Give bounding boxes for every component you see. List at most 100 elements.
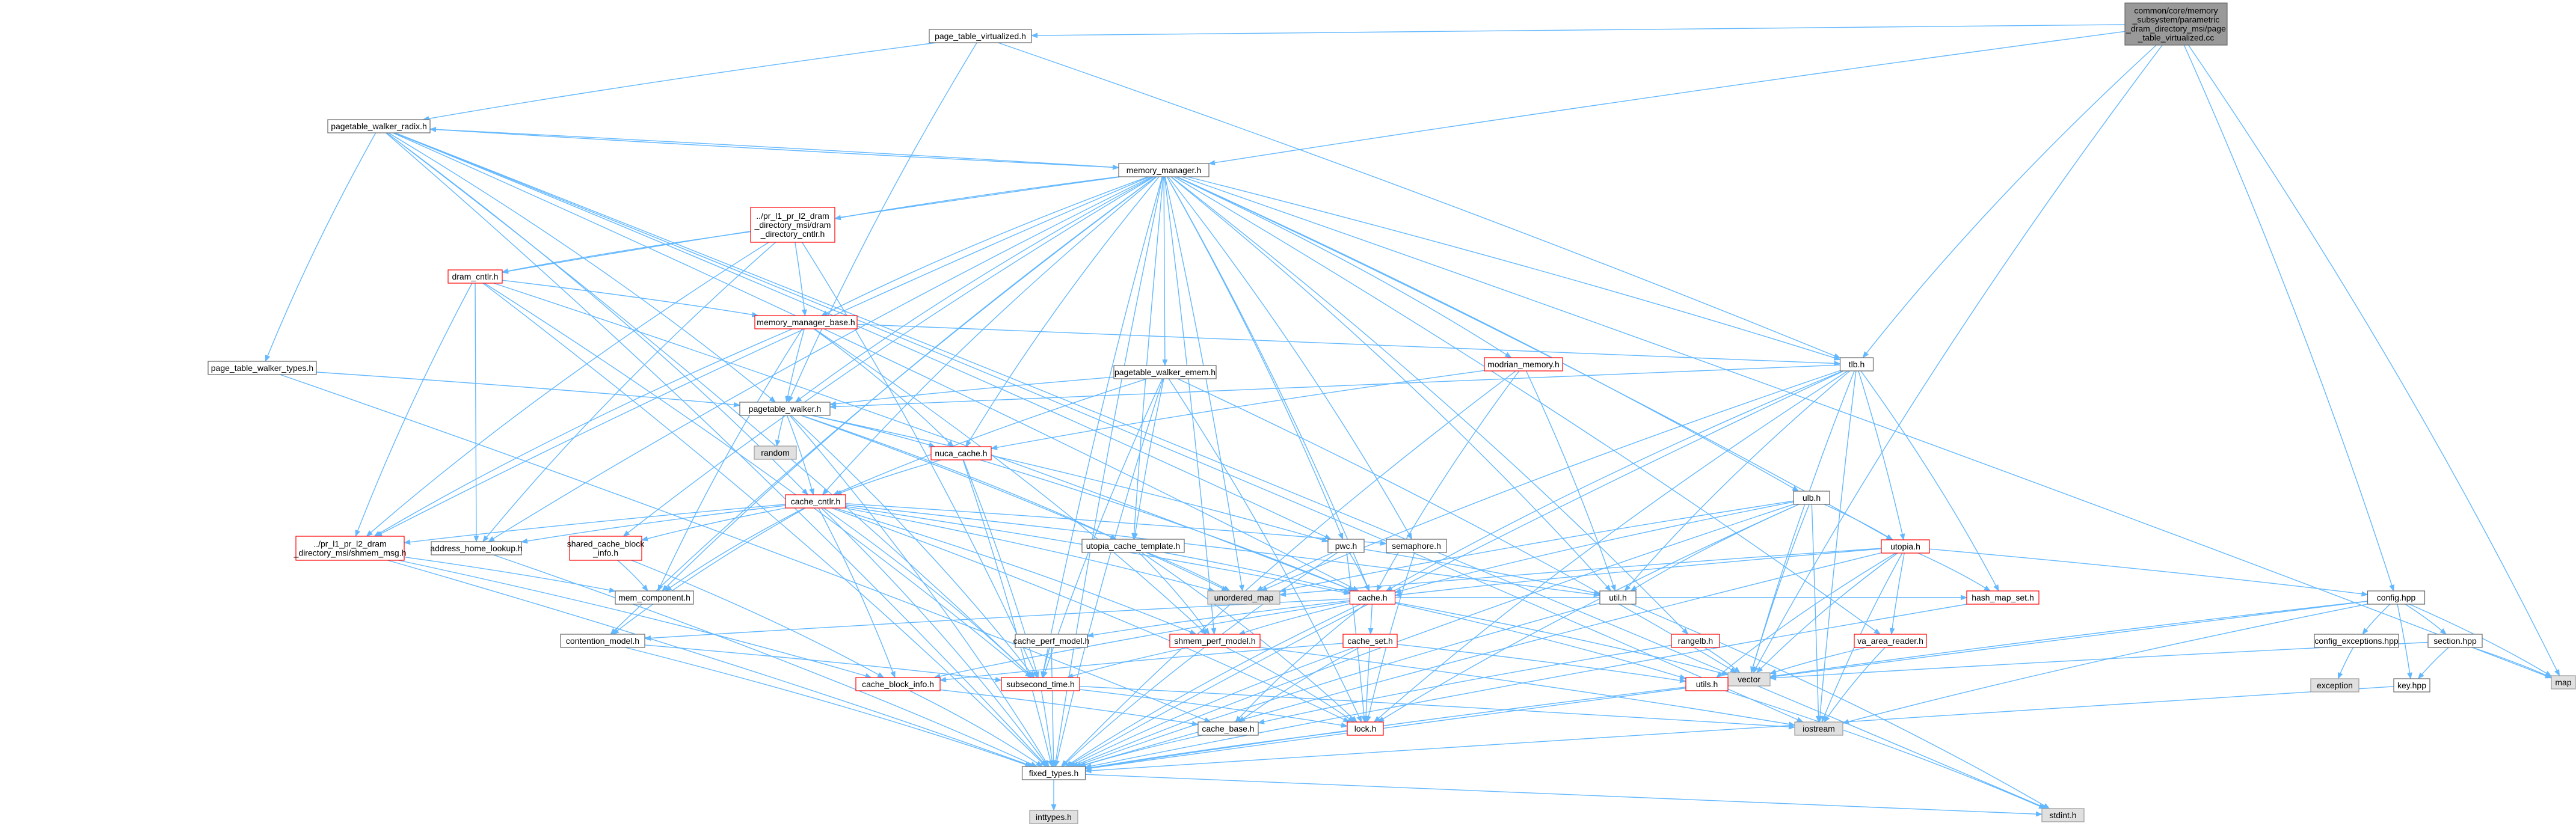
- file-node-vector[interactable]: vector: [1727, 672, 1771, 687]
- file-node-root[interactable]: common/core/memory_subsystem/parametric_…: [2124, 2, 2228, 46]
- include-edge-drdc-to-ahl: [482, 242, 776, 542]
- file-node-label: lock.h: [1354, 724, 1377, 733]
- include-edge-scbi-to-cbi: [631, 560, 885, 678]
- file-node-label: _directory_msi/dram: [754, 220, 831, 230]
- include-edge-cpm-to-subt: [1041, 647, 1050, 679]
- include-edge-dram-to-cache: [493, 283, 1355, 592]
- include-edge-cc-to-cbi: [818, 507, 896, 679]
- include-edge-fixed-to-stdint: [1085, 774, 2043, 817]
- file-node-box: [1793, 491, 1830, 505]
- file-node-iostream[interactable]: iostream: [1794, 721, 1843, 736]
- file-node-memc[interactable]: mem_component.h: [615, 590, 694, 605]
- file-node-cache[interactable]: cache.h: [1349, 590, 1396, 605]
- file-node-label: pagetable_walker_emem.h: [1114, 367, 1216, 377]
- file-node-inttypes[interactable]: inttypes.h: [1029, 810, 1078, 824]
- file-node-config[interactable]: config.hpp: [2367, 590, 2426, 605]
- include-edge-pwr-to-subt: [386, 132, 1033, 678]
- include-edge-pw-to-cc: [786, 415, 815, 496]
- file-node-box: [930, 446, 992, 460]
- file-node-box: [2427, 634, 2483, 648]
- file-node-label: utopia_cache_template.h: [1086, 541, 1180, 551]
- include-edge-utopia-to-cache: [1394, 548, 1882, 598]
- include-edge-ptwt-to-cbase: [280, 374, 1211, 723]
- file-node-fixed[interactable]: fixed_types.h: [1021, 766, 1086, 780]
- include-edge-cexc-to-exception: [2337, 647, 2354, 680]
- include-edge-mmb-to-tlb: [856, 323, 1841, 366]
- include-edge-mm-to-nuca: [965, 176, 1160, 447]
- include-edge-pw-to-umap: [801, 415, 1229, 592]
- file-node-exception[interactable]: exception: [2310, 678, 2359, 693]
- file-node-cset[interactable]: cache_set.h: [1342, 634, 1398, 648]
- file-node-vaar[interactable]: va_area_reader.h: [1854, 634, 1927, 648]
- file-node-box: [295, 536, 405, 561]
- include-edge-ranges-to-vector: [1704, 647, 1741, 673]
- file-node-section[interactable]: section.hpp: [2427, 634, 2483, 648]
- file-node-box: [754, 315, 858, 329]
- file-node-mmb[interactable]: memory_manager_base.h: [754, 315, 858, 329]
- file-node-ranges[interactable]: rangelb.h: [1671, 634, 1720, 648]
- file-node-label: cache_cntlr.h: [791, 497, 841, 506]
- file-node-nuca[interactable]: nuca_cache.h: [930, 446, 992, 460]
- include-edge-pwr-to-iostream: [395, 132, 1804, 723]
- file-node-label: pwc.h: [1335, 541, 1357, 551]
- file-node-box: [1015, 634, 1088, 648]
- file-node-subt[interactable]: subsecond_time.h: [1001, 677, 1080, 691]
- file-node-uct[interactable]: utopia_cache_template.h: [1081, 539, 1185, 553]
- include-edge-pwr-to-fixed: [386, 132, 1048, 767]
- file-node-ptwt[interactable]: page_table_walker_types.h: [207, 361, 317, 375]
- file-node-shmem_msg[interactable]: ../pr_l1_pr_l2_dram_directory_msi/shmem_…: [294, 536, 407, 561]
- file-node-cbi[interactable]: cache_block_info.h: [855, 677, 941, 691]
- file-node-utopia[interactable]: utopia.h: [1881, 539, 1930, 554]
- include-edge-scbi-to-memc: [617, 560, 648, 592]
- file-node-lock[interactable]: lock.h: [1347, 721, 1384, 736]
- file-node-hms[interactable]: hash_map_set.h: [1966, 590, 2040, 605]
- file-node-utilh[interactable]: util.h: [1599, 590, 1637, 605]
- file-node-pwr[interactable]: pagetable_walker_radix.h: [327, 119, 431, 133]
- file-node-pwe[interactable]: pagetable_walker_emem.h: [1113, 365, 1217, 379]
- file-node-random[interactable]: random: [754, 445, 797, 460]
- include-edge-subt-to-iostream: [1079, 686, 1796, 730]
- file-node-pw[interactable]: pagetable_walker.h: [739, 402, 831, 416]
- include-edge-utopia-to-hms: [1917, 552, 1991, 592]
- file-node-label: page_table_virtualized.h: [935, 31, 1026, 41]
- file-node-modrian[interactable]: modrian_memory.h: [1484, 357, 1563, 372]
- file-node-label: address_home_lookup.h: [430, 543, 522, 553]
- file-node-ahl[interactable]: address_home_lookup.h: [430, 541, 523, 555]
- file-node-label: _dram_directory_msi/page: [2126, 24, 2226, 34]
- include-edge-mm-to-scbi: [622, 176, 1155, 537]
- file-node-mm[interactable]: memory_manager.h: [1118, 163, 1210, 177]
- include-edge-mm-to-cc: [822, 176, 1157, 495]
- include-edge-drdc-to-mmb: [795, 242, 807, 317]
- file-node-stdint[interactable]: stdint.h: [2041, 808, 2085, 822]
- file-node-cbase[interactable]: cache_base.h: [1197, 721, 1259, 736]
- file-node-box: [447, 269, 503, 284]
- include-edge-modrian-to-cache: [1376, 370, 1520, 592]
- include-edge-uct-to-cache: [1163, 552, 1351, 594]
- file-node-cc[interactable]: cache_cntlr.h: [785, 494, 846, 509]
- file-node-umap[interactable]: unordered_map: [1207, 590, 1280, 605]
- file-node-spm[interactable]: shmem_perf_model.h: [1169, 634, 1261, 648]
- file-node-label: key.hpp: [2397, 681, 2426, 690]
- file-node-ulb[interactable]: ulb.h: [1793, 491, 1830, 505]
- file-node-ptv[interactable]: page_table_virtualized.h: [929, 29, 1032, 43]
- file-node-sema[interactable]: semaphore.h: [1386, 539, 1447, 553]
- include-edge-mm-to-ranges: [1170, 176, 1689, 635]
- file-node-keyh[interactable]: key.hpp: [2393, 678, 2430, 693]
- include-edge-ulb-to-cache: [1394, 501, 1794, 594]
- include-edge-cache-to-utils: [1395, 603, 1687, 680]
- file-node-cexc[interactable]: config_exceptions.hpp: [2314, 634, 2399, 648]
- file-node-map[interactable]: map: [2551, 675, 2576, 690]
- file-node-label: cache_block_info.h: [862, 679, 934, 689]
- file-node-cpm[interactable]: cache_perf_model.h: [1013, 634, 1090, 648]
- file-node-tlb[interactable]: tlb.h: [1839, 357, 1874, 372]
- file-node-utils[interactable]: utils.h: [1685, 677, 1729, 691]
- include-edge-ptv-to-pw: [788, 42, 977, 403]
- file-node-dram[interactable]: dram_cntlr.h: [447, 269, 503, 284]
- file-node-pwch[interactable]: pwc.h: [1327, 539, 1365, 553]
- include-edge-root-to-mm: [1208, 31, 2126, 166]
- include-edge-utopia-to-utils: [1716, 552, 1896, 678]
- file-node-box: [1327, 539, 1365, 553]
- file-node-contm[interactable]: contention_model.h: [560, 634, 645, 648]
- file-node-drdc[interactable]: ../pr_l1_pr_l2_dram_directory_msi/dram_d…: [750, 207, 835, 243]
- file-node-scbi[interactable]: shared_cache_block_info.h: [567, 536, 645, 561]
